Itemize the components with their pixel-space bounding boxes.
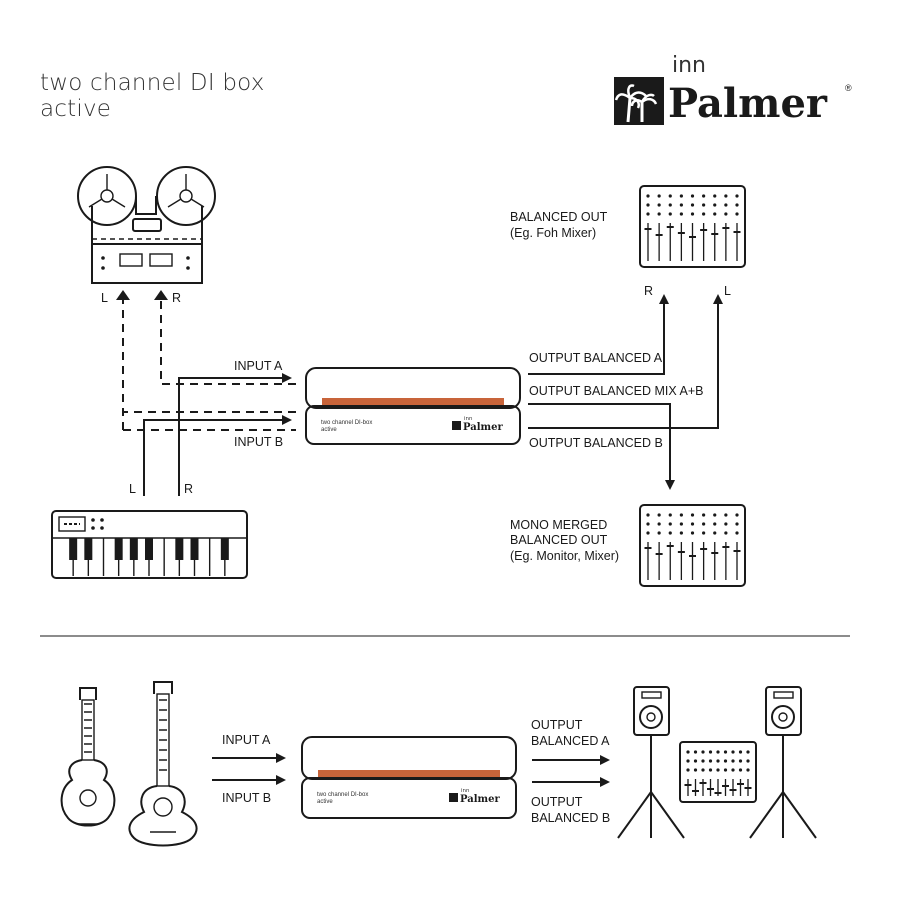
dashed-signal-r: [160, 298, 296, 385]
logo-inn-text: inn: [672, 53, 706, 78]
output-a-line: [528, 294, 669, 375]
bottom-input-a-label: INPUT A: [222, 733, 271, 747]
bottom-output-b-line1: OUTPUT: [531, 795, 583, 809]
di-box-top: two channel DI-box active inn Palmer: [305, 367, 521, 445]
output-mix-label: OUTPUT BALANCED MIX A+B: [529, 384, 703, 398]
keyboard-l-label: L: [129, 482, 136, 496]
palmer-logo: inn Palmer ®: [614, 53, 852, 127]
output-mix-line: [528, 403, 675, 490]
di-box-top-name1: two channel DI-box: [321, 420, 372, 426]
di-box-bottom-inn: inn: [461, 788, 470, 794]
keyboard-r-label: R: [184, 482, 193, 496]
mixer-top-r-label: R: [644, 284, 653, 298]
di-box-bottom-name2: active: [317, 799, 333, 805]
bottom-output-a-line2: BALANCED A: [531, 734, 610, 748]
page-title-line2: active: [40, 96, 111, 122]
mixer-bottom-line2: BALANCED OUT: [510, 533, 608, 547]
acoustic-guitar-icon: [128, 681, 198, 847]
mixer-bottom-line3: (Eg. Monitor, Mixer): [510, 549, 619, 563]
top-input-a-label: INPUT A: [234, 359, 283, 373]
speaker-right-icon: [749, 686, 817, 839]
tape-deck-l-label: L: [101, 291, 108, 305]
registered-mark: ®: [845, 83, 852, 93]
mixer-top-line2: (Eg. Foh Mixer): [510, 226, 596, 240]
di-box-top-name2: active: [321, 427, 337, 433]
accent-stripe: [318, 770, 500, 779]
tape-deck-r-label: R: [172, 291, 181, 305]
output-b-line: [528, 294, 723, 429]
mini-palm-icon: [452, 421, 461, 430]
di-box-bottom: two channel DI-box active inn Palmer: [301, 736, 517, 819]
mixer-bottom-icon: [639, 504, 746, 587]
mixer-small-icon: [679, 741, 757, 803]
accent-stripe: [322, 398, 504, 406]
speaker-left-icon: [617, 686, 685, 839]
mixer-top-line1: BALANCED OUT: [510, 210, 608, 224]
di-box-bottom-name1: two channel DI-box: [317, 792, 368, 798]
arrow-up-icon: [116, 290, 130, 300]
bottom-input-b-label: INPUT B: [222, 791, 271, 805]
page-title-line1: two channel DI box: [40, 70, 265, 96]
di-box-top-inn: inn: [464, 416, 473, 422]
bottom-output-b-line2: BALANCED B: [531, 811, 610, 825]
mixer-top-icon: [639, 185, 746, 268]
di-box-bottom-brand: Palmer: [460, 794, 500, 805]
mixer-top-l-label: L: [724, 284, 731, 298]
mini-palm-icon: [449, 793, 458, 802]
mixer-bottom-line1: MONO MERGED: [510, 518, 607, 532]
bottom-output-a-line1: OUTPUT: [531, 718, 583, 732]
guitar-icon: [60, 687, 116, 827]
logo-palmer-text: Palmer: [668, 80, 828, 127]
tape-deck-icon: [77, 166, 216, 284]
di-box-top-brand: Palmer: [463, 422, 503, 433]
arrow-up-icon: [154, 290, 168, 300]
top-input-b-label: INPUT B: [234, 435, 283, 449]
palm-tree-icon: [614, 77, 664, 125]
output-b-label: OUTPUT BALANCED B: [529, 436, 663, 450]
input-b-line: [143, 415, 292, 496]
keyboard-icon: [51, 510, 248, 579]
output-a-label: OUTPUT BALANCED A: [529, 351, 663, 365]
input-a-line: [178, 373, 292, 496]
